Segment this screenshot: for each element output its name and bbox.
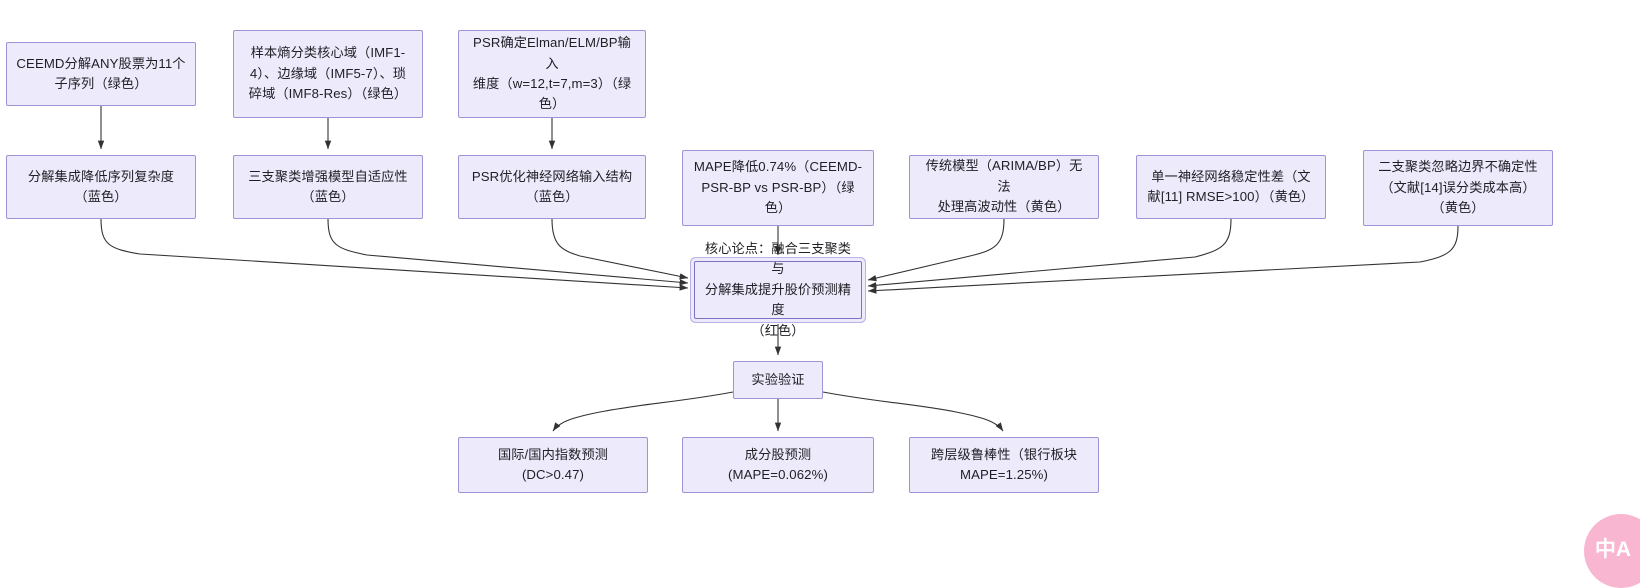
- flow-node-label: 传统模型（ARIMA/BP）无法 处理高波动性（黄色）: [925, 158, 1083, 215]
- edge-n10-to-core: [867, 225, 1459, 294]
- flowchart-edges: [97, 106, 1459, 432]
- watermark-text: 中A: [1594, 537, 1632, 561]
- flow-node-label: 成分股预测 (MAPE=0.062%): [728, 446, 828, 482]
- edge-n9-to-core: [867, 218, 1232, 289]
- edge-n5-to-core: [327, 218, 689, 286]
- flow-node-n14[interactable]: 跨层级鲁棒性（银行板块 MAPE=1.25%): [909, 437, 1099, 493]
- flow-node-label: 三支聚类增强模型自适应性 （蓝色）: [248, 168, 408, 204]
- flow-node-n11[interactable]: 实验验证: [733, 361, 823, 399]
- flow-node-label: 二支聚类忽略边界不确定性 （文献[14]误分类成本高） （黄色）: [1378, 159, 1538, 216]
- flow-node-label: CEEMD分解ANY股票为11个 子序列（绿色）: [16, 55, 186, 91]
- flow-node-core[interactable]: 核心论点：融合三支聚类与 分解集成提升股价预测精度 （红色）: [694, 241, 862, 338]
- flow-node-n12[interactable]: 国际/国内指数预测 (DC>0.47): [458, 437, 648, 493]
- flow-node-label: PSR优化神经网络输入结构 （蓝色）: [471, 168, 633, 204]
- flow-node-label: 样本熵分类核心域（IMF1- 4）、边缘域（IMF5-7）、琐 碎域（IMF8-…: [248, 45, 408, 102]
- flow-node-n13[interactable]: 成分股预测 (MAPE=0.062%): [682, 437, 874, 493]
- edge-n4-to-core: [100, 218, 689, 291]
- flow-node-n8[interactable]: 传统模型（ARIMA/BP）无法 处理高波动性（黄色）: [909, 155, 1099, 219]
- flow-node-label: PSR确定Elman/ELM/BP输入 维度（w=12,t=7,m=3）（绿 色…: [472, 35, 632, 112]
- flow-node-n7[interactable]: MAPE降低0.74%（CEEMD- PSR-BP vs PSR-BP）（绿 色…: [682, 150, 874, 226]
- flow-node-label: 国际/国内指数预测 (DC>0.47): [497, 446, 609, 482]
- flow-node-n6[interactable]: PSR优化神经网络输入结构 （蓝色）: [458, 155, 646, 219]
- flow-node-n9[interactable]: 单一神经网络稳定性差（文 献[11] RMSE>100）（黄色）: [1136, 155, 1326, 219]
- flow-node-label: 跨层级鲁棒性（银行板块 MAPE=1.25%): [930, 446, 1078, 482]
- flow-node-label: 实验验证: [751, 371, 805, 387]
- flow-node-label: 分解集成降低序列复杂度 （蓝色）: [27, 168, 175, 204]
- flowchart-canvas: CEEMD分解ANY股票为11个 子序列（绿色） 样本熵分类核心域（IMF1- 4…: [6, 30, 1640, 588]
- flow-node-n5[interactable]: 三支聚类增强模型自适应性 （蓝色）: [233, 155, 423, 219]
- flow-node-n2[interactable]: 样本熵分类核心域（IMF1- 4）、边缘域（IMF5-7）、琐 碎域（IMF8-…: [233, 30, 423, 118]
- edge-n8-to-core: [867, 218, 1005, 282]
- flow-node-n1[interactable]: CEEMD分解ANY股票为11个 子序列（绿色）: [6, 42, 196, 106]
- edge-group: [97, 106, 1459, 432]
- edge-n11-to-n14: [822, 391, 1004, 432]
- flow-node-label: 单一神经网络稳定性差（文 献[11] RMSE>100）（黄色）: [1147, 168, 1315, 204]
- flow-node-n4[interactable]: 分解集成降低序列复杂度 （蓝色）: [6, 155, 196, 219]
- flow-node-label: 核心论点：融合三支聚类与 分解集成提升股价预测精度 （红色）: [704, 240, 852, 338]
- flow-node-label: MAPE降低0.74%（CEEMD- PSR-BP vs PSR-BP）（绿 色…: [693, 159, 863, 216]
- edge-n6-to-core: [551, 218, 689, 280]
- edge-n11-to-n12: [552, 391, 734, 432]
- flow-node-n3[interactable]: PSR确定Elman/ELM/BP输入 维度（w=12,t=7,m=3）（绿 色…: [458, 30, 646, 118]
- flow-node-n10[interactable]: 二支聚类忽略边界不确定性 （文献[14]误分类成本高） （黄色）: [1363, 150, 1553, 226]
